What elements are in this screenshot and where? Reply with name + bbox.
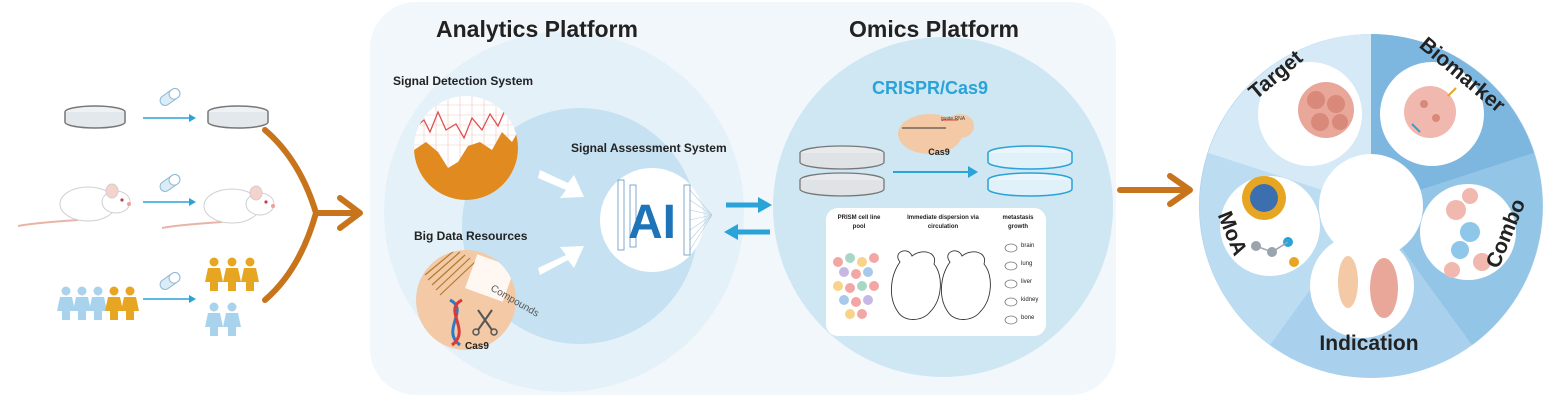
output-arrow xyxy=(1117,173,1193,207)
pill-icon xyxy=(157,270,183,292)
analytics-platform-title: Analytics Platform xyxy=(436,16,638,42)
bidirectional-arrows xyxy=(724,197,772,240)
organ-icons xyxy=(1004,243,1018,325)
person-icon xyxy=(57,286,139,320)
input-arrow xyxy=(538,170,584,275)
ai-label: AI xyxy=(628,196,676,249)
pill-icon xyxy=(157,86,183,108)
mouse-outline-icon xyxy=(891,250,991,320)
organ-label: liver xyxy=(1021,279,1033,285)
person-icon xyxy=(205,257,259,336)
petri-dish-icon xyxy=(207,105,269,129)
cas9-label: Cas9 xyxy=(928,147,950,157)
mouse-icon xyxy=(17,183,132,227)
organ-label: kidney xyxy=(1021,297,1039,303)
petri-dish-stack-icon xyxy=(799,145,885,197)
petri-dish-icon xyxy=(64,105,126,129)
metastasis-header: metastasis growth xyxy=(1002,215,1034,230)
signal-assessment-label: Signal Assessment System xyxy=(571,141,727,155)
mouse-icon xyxy=(161,185,276,229)
organ-label: brain xyxy=(1021,243,1035,249)
guide-rna-label: guide RNA xyxy=(941,116,966,122)
cas9-label: Cas9 xyxy=(465,341,489,352)
organ-label: lung xyxy=(1021,261,1033,267)
arrow xyxy=(143,198,196,206)
signal-detection-label: Signal Detection System xyxy=(393,74,534,88)
prism-header: PRISM cell line pool xyxy=(837,215,881,230)
pill-icon xyxy=(157,172,183,194)
arrow xyxy=(143,114,196,122)
big-data-resources-icon: Compounds Cas9 xyxy=(416,250,541,352)
organ-label: bone xyxy=(1021,315,1035,321)
petri-dish-stack-icon xyxy=(987,145,1073,197)
crispr-label: CRISPR/Cas9 xyxy=(872,78,989,98)
ai-network-icon: AI xyxy=(600,168,713,272)
arrow xyxy=(893,166,978,178)
cas9-complex-icon: Cas9 guide RNA xyxy=(898,114,974,157)
converging-arrow xyxy=(262,127,363,303)
analytics-inner-circle xyxy=(462,108,698,344)
application-wheel: Target Biomarker Combo Indication MoA xyxy=(1199,33,1543,378)
omics-platform-title: Omics Platform xyxy=(849,16,1019,42)
dispersion-header: Immediate dispersion via circulation xyxy=(907,215,979,230)
big-data-label: Big Data Resources xyxy=(414,229,528,243)
wheel-segment-label: Indication xyxy=(1319,332,1418,355)
arrow xyxy=(143,295,196,303)
cell-pool-icon xyxy=(833,253,879,319)
prism-panel xyxy=(826,208,1046,336)
